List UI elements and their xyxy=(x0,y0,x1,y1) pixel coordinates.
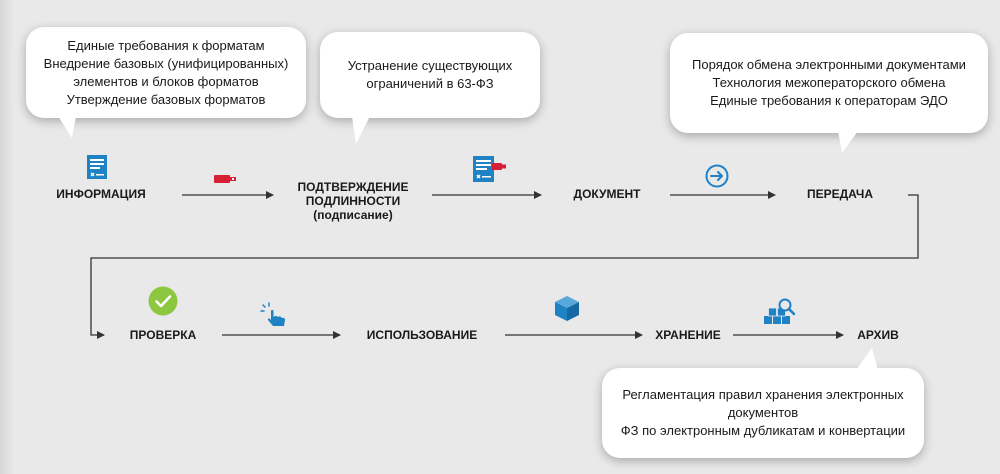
bubble-storage-line: ФЗ по электронным дубликатам и конвертац… xyxy=(620,423,906,438)
node-archive: АРХИВ xyxy=(857,328,899,342)
arrow-transfer-to-check xyxy=(90,194,919,339)
usb-token-icon xyxy=(214,175,236,183)
node-document-label: ДОКУМЕНТ xyxy=(573,187,641,201)
bubble-limits-line: ограничений в 63-ФЗ xyxy=(366,76,494,91)
node-document: ДОКУМЕНТ xyxy=(574,187,641,201)
document-signed-icon xyxy=(473,156,506,182)
bubble-limits: Устранение существующих ограничений в 63… xyxy=(320,32,540,118)
bubble-exchange: Порядок обмена электронными документами … xyxy=(670,33,988,133)
node-authenticity-sub: (подписание) xyxy=(313,208,393,222)
bubble-storage-line: Регламентация правил хранения электронны… xyxy=(622,387,904,402)
node-transfer-label: ПЕРЕДАЧА xyxy=(806,187,874,201)
node-usage: ИСПОЛЬЗОВАНИЕ xyxy=(367,328,477,342)
node-info-label: ИНФОРМАЦИЯ xyxy=(56,187,146,201)
bubble-limits-line: Устранение существующих xyxy=(347,58,513,73)
bubble-exchange-line: Единые требования к операторам ЭДО xyxy=(710,93,948,108)
arrow-circle-icon xyxy=(705,164,729,188)
bubble-exchange-tail xyxy=(838,131,858,153)
checkmark-circle-icon xyxy=(148,286,178,316)
bubble-storage-tail xyxy=(856,348,878,370)
node-usage-label: ИСПОЛЬЗОВАНИЕ xyxy=(366,328,478,342)
bubble-storage-line: документов xyxy=(727,405,799,420)
bubble-storage: Регламентация правил хранения электронны… xyxy=(602,368,924,458)
bubble-formats-tail xyxy=(58,116,76,138)
node-archive-label: АРХИВ xyxy=(857,328,899,342)
node-check-label: ПРОВЕРКА xyxy=(129,328,197,342)
hand-tap-icon xyxy=(260,302,285,326)
bubble-exchange-line: Технология межоператорского обмена xyxy=(712,75,946,90)
node-storage-label: ХРАНЕНИЕ xyxy=(655,328,721,342)
node-authenticity-line2: ПОДЛИННОСТИ xyxy=(305,194,401,208)
bubble-exchange-line: Порядок обмена электронными документами xyxy=(692,57,966,72)
node-check: ПРОВЕРКА xyxy=(130,328,196,342)
bubble-formats-line: элементов и блоков форматов xyxy=(73,73,259,89)
node-authenticity-line1: ПОДТВЕРЖДЕНИЕ xyxy=(297,180,409,194)
node-transfer: ПЕРЕДАЧА xyxy=(807,187,873,201)
bubble-formats: Единые требования к форматам Внедрение б… xyxy=(26,27,306,118)
bubble-limits-tail xyxy=(352,116,370,144)
bubble-formats-line: Внедрение базовых (унифицированных) xyxy=(43,55,289,71)
package-box-icon xyxy=(555,296,579,321)
boxes-search-icon xyxy=(764,298,796,324)
node-storage: ХРАНЕНИЕ xyxy=(655,328,721,342)
node-info: ИНФОРМАЦИЯ xyxy=(56,187,145,201)
node-authenticity: ПОДТВЕРЖДЕНИЕ ПОДЛИННОСТИ (подписание) xyxy=(298,180,409,222)
bubble-formats-line: Утверждение базовых форматов xyxy=(66,91,266,107)
bubble-formats-line: Единые требования к форматам xyxy=(67,37,265,53)
document-form-icon xyxy=(87,155,107,179)
